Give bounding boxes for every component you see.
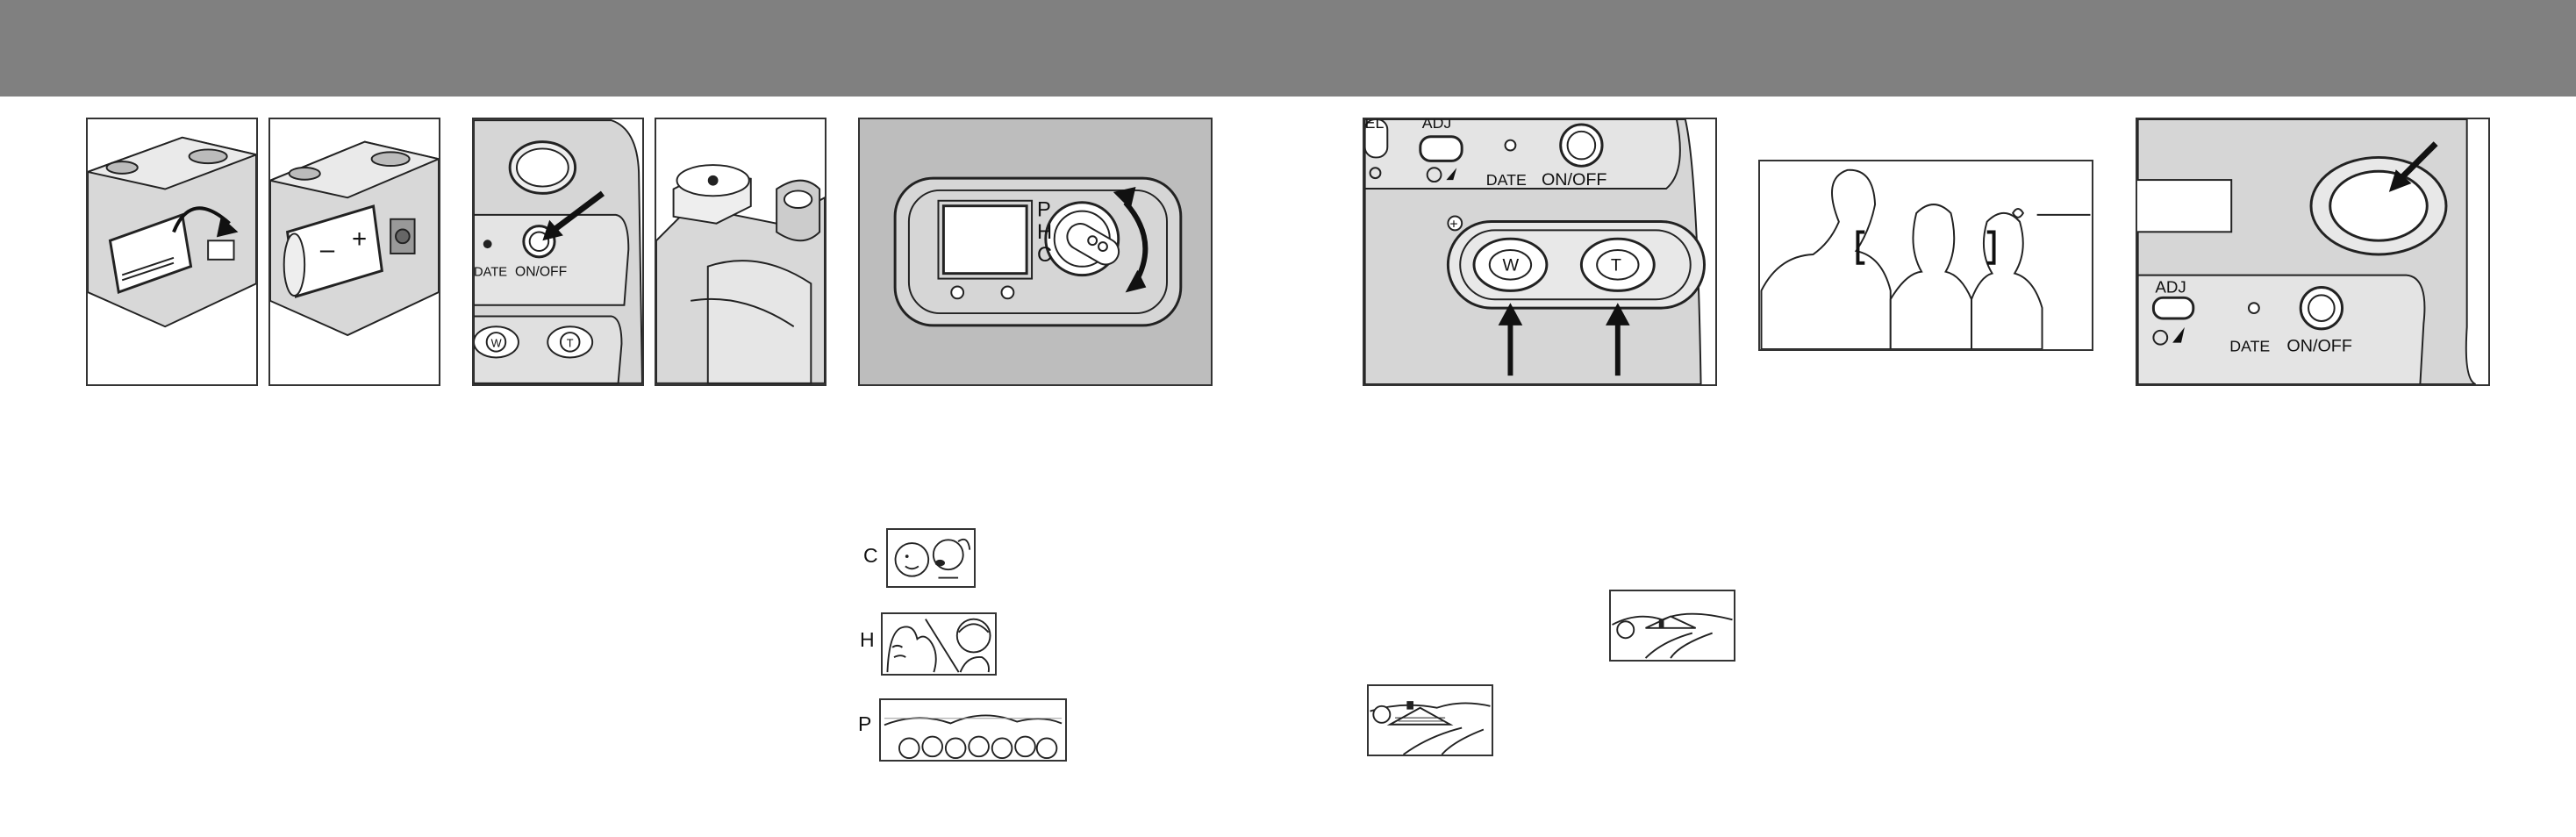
landscape-scene-thumbnail	[879, 698, 1067, 762]
wide-angle-scene-thumbnail	[1367, 684, 1493, 756]
zoom-buttons-illustration: EL ADJ DATE ON/OFF + W T	[1363, 118, 1717, 386]
el-label: EL	[1365, 119, 1385, 132]
w-button-label-2: W	[1503, 256, 1520, 275]
plus-mark: +	[352, 225, 367, 254]
battery-door-illustration	[86, 118, 258, 386]
zoom-sign: +	[1449, 217, 1457, 232]
mode-dial-illustration: P H C	[858, 118, 1213, 386]
w-button-label: W	[491, 337, 502, 350]
mode-c-label: C	[1037, 244, 1052, 267]
shutter-button-illustration: ADJ DATE ON/OFF	[2136, 118, 2490, 386]
adj-label: ADJ	[1422, 119, 1452, 132]
telephoto-scene-thumbnail	[1609, 590, 1735, 662]
date-label-2: DATE	[1486, 171, 1527, 189]
mode-h-label: H	[1037, 221, 1052, 244]
date-label-3: DATE	[2229, 337, 2270, 354]
header-bar	[0, 0, 2576, 97]
top-dial-illustration	[655, 118, 826, 386]
mode-p-label: P	[1037, 199, 1051, 222]
portrait-scene-thumbnail	[881, 612, 997, 676]
power-button-illustration: DATE ON/OFF W T	[472, 118, 644, 386]
t-button-label-2: T	[1611, 256, 1621, 275]
mode-c-letter: C	[863, 544, 878, 567]
battery-insert-illustration: – +	[268, 118, 440, 386]
mode-h-letter: H	[860, 628, 875, 651]
t-button-label: T	[567, 337, 574, 350]
onoff-label-3: ON/OFF	[2286, 336, 2352, 355]
adj-label-2: ADJ	[2155, 277, 2186, 296]
onoff-label-2: ON/OFF	[1542, 170, 1607, 190]
close-up-scene-thumbnail	[886, 528, 976, 588]
onoff-label: ON/OFF	[515, 264, 567, 279]
mode-p-letter: P	[858, 712, 872, 735]
viewfinder-frame-illustration	[1758, 160, 2093, 351]
minus-mark: –	[320, 235, 335, 264]
date-label: DATE	[474, 265, 507, 279]
